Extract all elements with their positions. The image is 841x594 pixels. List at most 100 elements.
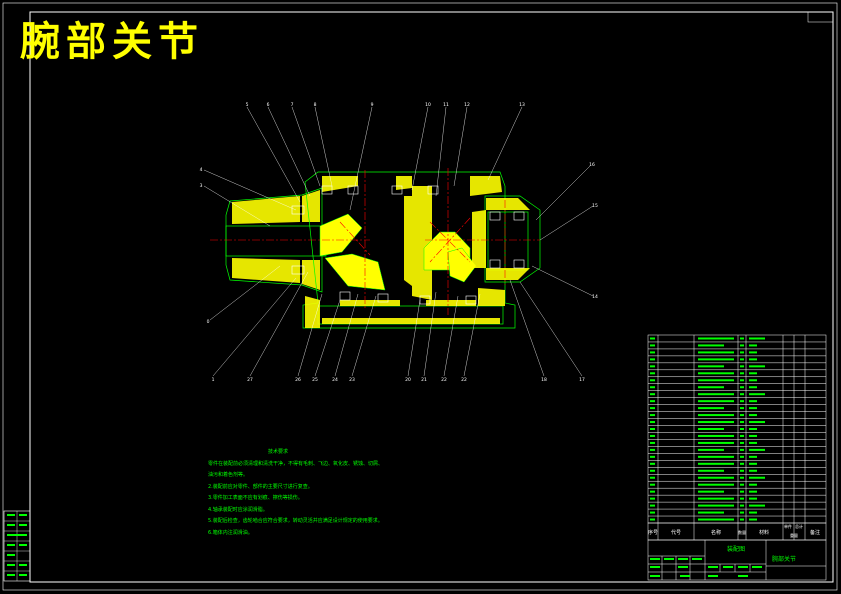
parts-list-entry-mark — [749, 434, 757, 437]
parts-list-entry-mark — [749, 469, 757, 472]
leader-lines — [203, 106, 594, 377]
bevel-gears — [319, 213, 477, 291]
parts-list-entry-mark — [740, 407, 744, 410]
callout-label: 17 — [579, 377, 585, 383]
parts-list-entry-mark — [749, 344, 757, 347]
callout-label: 12 — [464, 102, 470, 108]
parts-list-entry-mark — [650, 365, 655, 368]
parts-list-entry-mark — [749, 455, 757, 458]
parts-list-entry-mark — [698, 469, 724, 472]
parts-list-entry-mark — [749, 358, 757, 361]
technical-note-line: 5.装配后检查，齿轮啮合应符合要求，转动灵活并应满足设计规定的使用要求。 — [208, 518, 383, 524]
parts-list-entry-mark — [650, 372, 655, 375]
parts-list-entry-mark — [740, 497, 744, 500]
parts-list-entry-mark — [650, 379, 655, 382]
parts-list-entry-mark — [740, 365, 744, 368]
parts-list-entry-mark — [749, 490, 757, 493]
parts-list-entry-mark — [650, 428, 655, 430]
technical-note-line: 6.箱体内注润滑油。 — [208, 529, 253, 536]
header-remark: 备注 — [810, 529, 820, 536]
hatch-output-housing — [472, 198, 530, 280]
callout-label: 4 — [200, 167, 203, 173]
parts-list-entry-mark — [698, 421, 734, 424]
drawing-title: 腕部关节 — [20, 19, 204, 65]
parts-list-entry-mark — [749, 462, 757, 465]
parts-list-entry-mark — [698, 351, 734, 354]
parts-list-entry-mark — [749, 393, 765, 396]
wrist-joint-section-view — [203, 106, 594, 377]
parts-list-entry-mark — [650, 448, 655, 451]
technical-note-line: 2.装配前应对零件、部件的主要尺寸进行复查。 — [208, 483, 313, 490]
parts-list-entry-mark — [740, 393, 744, 396]
parts-list-entry-mark — [650, 434, 655, 437]
callout-label: 6 — [267, 102, 270, 108]
parts-list-entry-mark — [698, 518, 734, 521]
callout-label: 9 — [371, 102, 374, 108]
technical-notes-heading: 技术要求 — [267, 449, 288, 455]
parts-list-entry-mark — [650, 504, 655, 507]
callout-label: 22 — [441, 377, 447, 383]
parts-list-entry-mark — [749, 400, 757, 403]
parts-list-entry-mark — [740, 400, 744, 403]
parts-list-entry-mark — [740, 421, 744, 424]
callout-label: 18 — [541, 377, 547, 383]
parts-list-rows — [648, 341, 826, 517]
header-qty: 数量 — [738, 529, 746, 535]
parts-list-entry-mark — [650, 511, 655, 514]
callout-label: 11 — [443, 102, 449, 108]
parts-list-entry-mark — [749, 441, 757, 444]
parts-list-entry-mark — [740, 504, 744, 507]
callout-label: 20 — [405, 377, 411, 383]
parts-list-entry-mark — [749, 448, 765, 451]
parts-list-entry-mark — [749, 351, 757, 354]
parts-list-entry-mark — [740, 455, 744, 458]
parts-list-entry-mark — [650, 421, 655, 424]
parts-list-entry-mark — [740, 448, 744, 451]
header-no: 序号 — [648, 529, 658, 536]
parts-list-entry-mark — [698, 455, 734, 458]
parts-list-entry-mark — [749, 365, 765, 368]
callout-label: 13 — [519, 102, 525, 108]
parts-list-entry-mark — [740, 511, 744, 514]
parts-list-entry-mark — [698, 434, 734, 437]
parts-list-entry-mark — [650, 490, 655, 493]
parts-list-entry-mark — [698, 483, 734, 486]
parts-list-entry-mark — [749, 407, 757, 410]
parts-list-entry-mark — [698, 365, 724, 368]
parts-list-entry-mark — [698, 428, 724, 430]
parts-list-entry-mark — [698, 358, 734, 361]
parts-list-entry-mark — [749, 421, 765, 424]
parts-list-entry-mark — [698, 386, 724, 389]
parts-list-entry-mark — [650, 400, 655, 403]
parts-list-entry-mark — [698, 414, 734, 417]
parts-list-entry-mark — [749, 414, 757, 417]
parts-list-entry-mark — [698, 393, 734, 396]
callout-label: 5 — [246, 102, 249, 108]
parts-list-entry-mark — [650, 497, 655, 500]
parts-list-entry-mark — [698, 511, 724, 514]
side-strip-marks — [7, 514, 27, 576]
parts-list-entry-mark — [698, 379, 734, 382]
parts-list-entry-mark — [740, 372, 744, 375]
bearings — [291, 185, 525, 305]
technical-note-line: 油污和着色剂等。 — [208, 472, 249, 478]
parts-list-entry-mark — [740, 518, 744, 521]
parts-list-entry-mark — [650, 518, 655, 521]
parts-list-entry-mark — [749, 483, 757, 486]
parts-list-entry-mark — [740, 483, 744, 486]
parts-list-entry-mark — [740, 428, 744, 430]
title-block-text: 装配图 腕部关节 — [727, 545, 796, 563]
parts-list-entry-mark — [650, 441, 655, 444]
callout-label: 8 — [314, 102, 317, 108]
parts-list-entry-mark — [698, 497, 734, 500]
parts-list-entry-mark — [749, 504, 765, 507]
parts-list-entry-mark — [650, 476, 655, 479]
parts-list-entry-mark — [698, 407, 724, 410]
parts-list-entry-mark — [698, 344, 724, 347]
parts-list-entry-mark — [740, 351, 744, 354]
technical-note-line: 4.轴承装配时应涂润滑脂。 — [208, 506, 268, 513]
parts-list-entry-mark — [749, 337, 765, 340]
technical-note-line: 零件在装配前必须清理和清洗干净，不得有毛刺、飞边、氧化皮、锈蚀、切屑、 — [208, 460, 384, 467]
parts-list-entry-mark — [650, 469, 655, 472]
